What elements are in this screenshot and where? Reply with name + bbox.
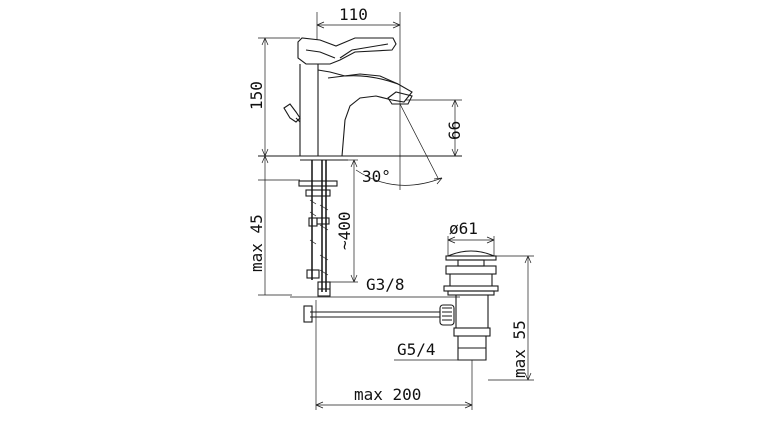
dim-label-g54: G5/4 (397, 340, 436, 359)
dim-label-66: 66 (445, 121, 464, 140)
dim-label-150: 150 (247, 81, 266, 110)
drain-assembly: ø61 (439, 219, 499, 361)
thread-inlet: G3/8 (366, 275, 405, 294)
pull-rod (303, 300, 440, 410)
drain-thread: G5/4 (394, 340, 473, 410)
dim-top-width: 110 (316, 5, 401, 100)
dim-hose-length: ~400 (330, 159, 358, 283)
dim-angle: 30° (355, 100, 443, 190)
dim-label-max45: max 45 (247, 214, 266, 272)
dim-label-max200: max 200 (354, 385, 421, 404)
dim-max-200: max 200 (315, 385, 473, 409)
dim-max-45: max 45 (247, 155, 460, 298)
dim-label-g38: G3/8 (366, 275, 405, 294)
countertop (258, 155, 462, 161)
dim-label-400: ~400 (335, 211, 354, 250)
dim-max-55: max 55 (488, 255, 534, 381)
dim-label-angle: 30° (362, 167, 391, 186)
mounting-assembly (258, 160, 338, 297)
faucet-body (283, 37, 413, 157)
dim-height-total: 150 (247, 37, 300, 157)
dim-spout-height: 66 (405, 99, 464, 157)
dim-label-d61: ø61 (449, 219, 478, 238)
dim-label-110: 110 (339, 5, 368, 24)
dim-label-max55: max 55 (510, 320, 529, 378)
